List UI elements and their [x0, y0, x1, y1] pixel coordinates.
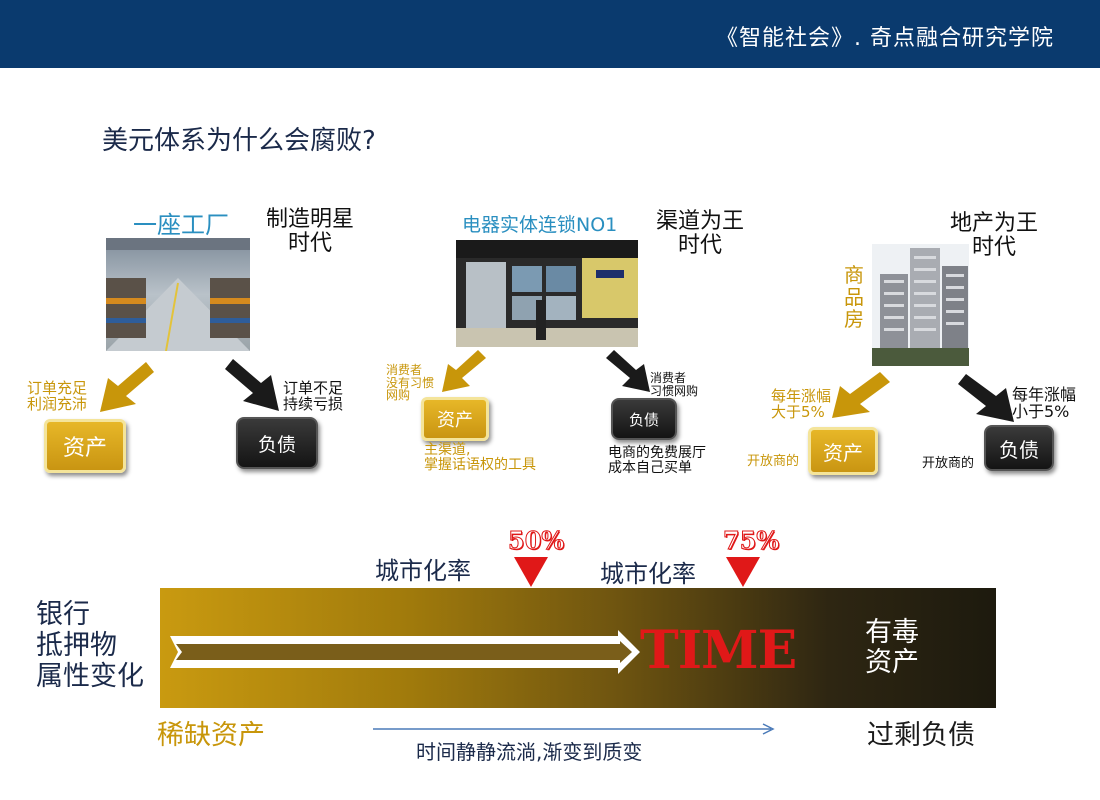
factory-era-line-1: 制造明星	[265, 207, 354, 232]
estate-asset-note-1: 每年涨幅	[771, 387, 832, 405]
retail-liability-note-1: 消费者	[650, 371, 687, 385]
retail-liability-sub-1: 电商的免费展厅	[608, 445, 706, 461]
factory-photo	[106, 238, 250, 351]
estate-vertical-1: 商	[844, 263, 864, 287]
estate-liability-prefix: 开放商的	[922, 456, 975, 471]
estate-era: 地产为王 时代	[946, 211, 1042, 261]
page-title: 美元体系为什么会腐败?	[102, 126, 376, 156]
retail-asset-note: 消费者 没有习惯 网购	[386, 364, 434, 402]
header-title: 《智能社会》. 奇点融合研究学院	[716, 26, 1054, 51]
factory-era-line-2: 时代	[287, 231, 332, 257]
estate-liability-note: 每年涨幅 小于5%	[1012, 385, 1077, 421]
time-flow-caption: 时间静静流淌,渐变到质变	[416, 740, 643, 764]
urbanization-label-2: 城市化率	[600, 560, 696, 588]
arrow-down-left-gold	[100, 362, 154, 412]
urbanization-label-1: 城市化率	[375, 557, 471, 585]
time-arrow	[170, 630, 640, 674]
bank-collateral-label: 银行 抵押物 属性变化	[36, 599, 144, 692]
apartment-photo	[872, 244, 969, 366]
bank-collateral-line-1: 银行	[36, 599, 90, 630]
factory-asset-button[interactable]: 资产	[44, 419, 126, 473]
factory-asset-note-2: 利润充沛	[27, 394, 88, 413]
factory-era: 制造明星 时代	[262, 207, 358, 257]
retail-liability-button[interactable]: 负债	[611, 398, 677, 440]
retail-liability-note-2: 习惯网购	[650, 383, 699, 398]
bank-collateral-line-2: 抵押物	[36, 629, 117, 661]
factory-title: 一座工厂	[133, 211, 229, 239]
estate-asset-prefix: 开放商的	[747, 454, 800, 469]
retail-title: 电器实体连锁NO1	[462, 214, 618, 236]
toxic-asset-line-1: 有毒	[865, 617, 919, 648]
urbanization-pct-75: 75%	[722, 526, 780, 556]
estate-vertical-label: 商 品 房	[844, 264, 866, 330]
header-bar	[0, 0, 1100, 68]
retail-asset-sub-1: 主渠道,	[424, 442, 471, 458]
estate-era-line-2: 时代	[971, 235, 1016, 261]
retail-liability-sub-2: 成本自己买单	[608, 460, 692, 477]
retail-asset-sub-2: 掌握话语权的工具	[424, 457, 536, 474]
marker-triangle-75	[726, 557, 760, 587]
retail-asset-sub: 主渠道, 掌握话语权的工具	[424, 442, 536, 474]
factory-liability-note-2: 持续亏损	[283, 394, 344, 413]
toxic-asset-label: 有毒 资产	[865, 617, 919, 679]
retail-asset-note-2: 没有习惯	[386, 375, 435, 390]
retail-era: 渠道为王 时代	[652, 209, 748, 259]
time-flow-arrow	[373, 723, 775, 735]
estate-liability-note-1: 每年涨幅	[1012, 385, 1077, 404]
bank-collateral-line-3: 属性变化	[36, 660, 144, 692]
estate-vertical-3: 房	[844, 307, 864, 331]
estate-era-line-1: 地产为王	[949, 211, 1038, 236]
estate-vertical-2: 品	[844, 285, 864, 309]
arrow-down-right-dark-3	[958, 374, 1014, 422]
arrow-down-left-gold-3	[832, 372, 890, 418]
marker-triangle-50	[514, 557, 548, 587]
toxic-asset-line-2: 资产	[865, 647, 919, 679]
factory-asset-note-1: 订单充足	[27, 379, 88, 397]
estate-asset-note: 每年涨幅 大于5%	[771, 387, 832, 421]
estate-liability-note-2: 小于5%	[1012, 401, 1070, 421]
store-photo	[456, 240, 638, 347]
urbanization-pct-50: 50%	[507, 526, 565, 556]
retail-asset-note-1: 消费者	[386, 363, 423, 377]
retail-asset-note-3: 网购	[386, 388, 411, 403]
arrow-down-left-gold-2	[442, 350, 486, 392]
factory-liability-note-1: 订单不足	[283, 379, 344, 397]
retail-asset-button[interactable]: 资产	[421, 397, 489, 441]
arrow-down-right-dark-2	[606, 350, 650, 392]
factory-asset-note: 订单充足 利润充沛	[27, 379, 88, 413]
estate-asset-button[interactable]: 资产	[808, 427, 878, 475]
scarce-asset-label: 稀缺资产	[157, 720, 265, 751]
time-word: TIME	[640, 620, 797, 681]
surplus-liability-label: 过剩负债	[867, 720, 975, 751]
estate-liability-button[interactable]: 负债	[984, 425, 1054, 471]
retail-era-line-1: 渠道为王	[655, 209, 744, 234]
retail-liability-note: 消费者 习惯网购	[650, 372, 698, 397]
arrow-down-right-dark	[225, 359, 279, 411]
retail-liability-sub: 电商的免费展厅 成本自己买单	[608, 445, 706, 477]
retail-era-line-2: 时代	[677, 233, 722, 259]
estate-asset-note-2: 大于5%	[771, 402, 825, 421]
factory-liability-button[interactable]: 负债	[236, 417, 318, 469]
factory-liability-note: 订单不足 持续亏损	[283, 379, 344, 413]
